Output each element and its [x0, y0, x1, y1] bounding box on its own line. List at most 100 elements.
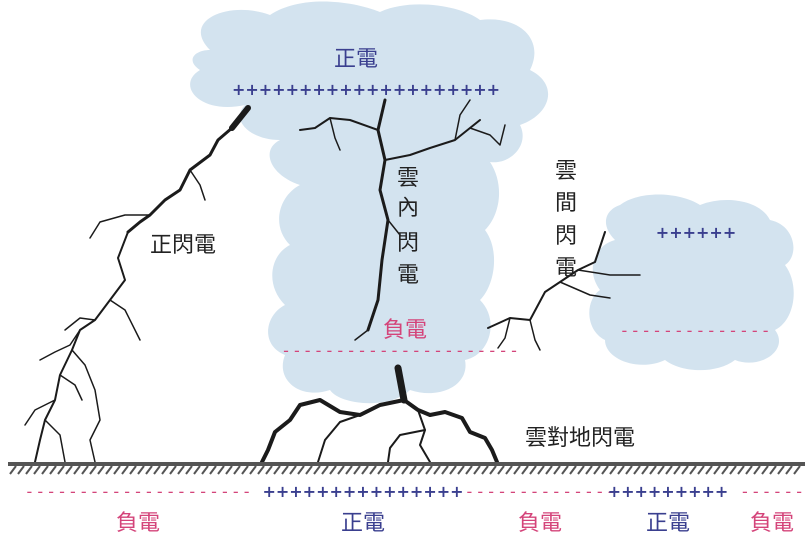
- ground-hatch-mark: [561, 465, 569, 475]
- ground-hatch-mark: [481, 465, 489, 475]
- ground-negative-label-1: 負電: [116, 511, 160, 533]
- ground-hatch-mark: [473, 465, 481, 475]
- intra-cloud-lightning: [299, 98, 506, 341]
- ground-hatch-mark: [121, 465, 129, 475]
- intra-cloud-char-2: 內: [397, 196, 419, 221]
- ground-negative-signs-1: - - - - - - - - - - - - - - - - - - - - …: [27, 482, 250, 501]
- ground-hatch-mark: [313, 465, 321, 475]
- ground-hatch-mark: [385, 465, 393, 475]
- ground-hatch-mark: [625, 465, 633, 475]
- ground-hatch-mark: [265, 465, 273, 475]
- ground-hatch-mark: [169, 465, 177, 475]
- ground-hatch-mark: [721, 465, 729, 475]
- ground-hatch-mark: [249, 465, 257, 475]
- ground-hatch-mark: [113, 465, 121, 475]
- intra-cloud-char-1: 雲: [397, 166, 419, 191]
- ground-hatch-mark: [337, 465, 345, 475]
- ground-hatch-mark: [225, 465, 233, 475]
- ground-hatch-mark: [25, 465, 33, 475]
- cloud-to-cloud-label: 雲 間 閃 電: [555, 159, 577, 281]
- ground-hatching: [9, 465, 801, 475]
- cloud-bottom-negative-label: 負電: [383, 318, 427, 343]
- ground-hatch-mark: [217, 465, 225, 475]
- small-cloud-positive-signs: ++++++: [656, 223, 736, 242]
- ground-hatch-mark: [425, 465, 433, 475]
- ground-hatch-mark: [305, 465, 313, 475]
- ground-hatch-mark: [73, 465, 81, 475]
- ground-hatch-mark: [449, 465, 457, 475]
- ground-hatch-mark: [713, 465, 721, 475]
- ground-hatch-mark: [785, 465, 793, 475]
- ground-hatch-mark: [33, 465, 41, 475]
- ground-hatch-mark: [777, 465, 785, 475]
- main-cloud: [190, 1, 549, 404]
- ground-hatch-mark: [665, 465, 673, 475]
- ground-hatch-mark: [753, 465, 761, 475]
- cloud-to-cloud-char-3: 閃: [555, 224, 577, 249]
- ground-hatch-mark: [281, 465, 289, 475]
- cloud-to-ground-label: 雲對地閃電: [525, 426, 635, 451]
- cloud-top-positive-label: 正電: [334, 47, 378, 72]
- ground-hatch-mark: [745, 465, 753, 475]
- ground-line: [8, 462, 805, 466]
- ground-hatch-mark: [201, 465, 209, 475]
- ground-positive-label-1: 正電: [341, 511, 385, 533]
- ground-hatch-mark: [289, 465, 297, 475]
- ground-charges: - - - - - - - - - - - - - - - - - - - - …: [27, 482, 803, 533]
- main-cloud-shape: [190, 1, 549, 404]
- ground-hatch-mark: [257, 465, 265, 475]
- ground-negative-label-2: 負電: [518, 511, 562, 533]
- ground-hatch-mark: [569, 465, 577, 475]
- ground-hatch-mark: [129, 465, 137, 475]
- ground-hatch-mark: [577, 465, 585, 475]
- ground-hatch-mark: [585, 465, 593, 475]
- ground-hatch-mark: [185, 465, 193, 475]
- ground-hatch-mark: [649, 465, 657, 475]
- ground-hatch-mark: [609, 465, 617, 475]
- intra-cloud-label: 雲 內 閃 電: [397, 166, 419, 288]
- ground-hatch-mark: [329, 465, 337, 475]
- ground-hatch-mark: [681, 465, 689, 475]
- ground-hatch-mark: [673, 465, 681, 475]
- positive-lightning-bolt: [24, 105, 251, 463]
- ground-hatch-mark: [697, 465, 705, 475]
- ground-hatch-mark: [433, 465, 441, 475]
- ground-hatch-mark: [321, 465, 329, 475]
- ground: [8, 462, 805, 475]
- ground-negative-signs-2: - - - - - - - - - - - - - -: [467, 482, 614, 501]
- ground-hatch-mark: [57, 465, 65, 475]
- intra-cloud-char-4: 電: [397, 263, 419, 288]
- ground-hatch-mark: [233, 465, 241, 475]
- ground-hatch-mark: [177, 465, 185, 475]
- positive-flash-label: 正閃電: [150, 233, 216, 258]
- ground-positive-signs-1: +++++++++++++++: [262, 482, 463, 501]
- cloud-bottom-negative-signs: - - - - - - - - - - - - - - - - - - - - …: [283, 341, 517, 360]
- ground-hatch-mark: [441, 465, 449, 475]
- ground-hatch-mark: [417, 465, 425, 475]
- ground-hatch-mark: [633, 465, 641, 475]
- ground-hatch-mark: [81, 465, 89, 475]
- ground-hatch-mark: [553, 465, 561, 475]
- ground-hatch-mark: [617, 465, 625, 475]
- cloud-to-cloud-lightning: [487, 231, 641, 351]
- ground-hatch-mark: [105, 465, 113, 475]
- ground-hatch-mark: [161, 465, 169, 475]
- ground-hatch-mark: [89, 465, 97, 475]
- ground-positive-signs-2: +++++++++: [608, 482, 729, 501]
- small-cloud: [589, 194, 794, 371]
- ground-hatch-mark: [369, 465, 377, 475]
- ground-hatch-mark: [361, 465, 369, 475]
- ground-hatch-mark: [537, 465, 545, 475]
- ground-hatch-mark: [729, 465, 737, 475]
- ground-hatch-mark: [529, 465, 537, 475]
- cloud-to-cloud-char-2: 間: [555, 191, 577, 216]
- ground-hatch-mark: [345, 465, 353, 475]
- ground-positive-label-2: 正電: [646, 511, 690, 533]
- small-cloud-negative-signs: - - - - - - - - - - - - - -: [622, 321, 769, 340]
- ground-hatch-mark: [353, 465, 361, 475]
- ground-hatch-mark: [657, 465, 665, 475]
- ground-hatch-mark: [153, 465, 161, 475]
- ground-hatch-mark: [513, 465, 521, 475]
- ground-hatch-mark: [41, 465, 49, 475]
